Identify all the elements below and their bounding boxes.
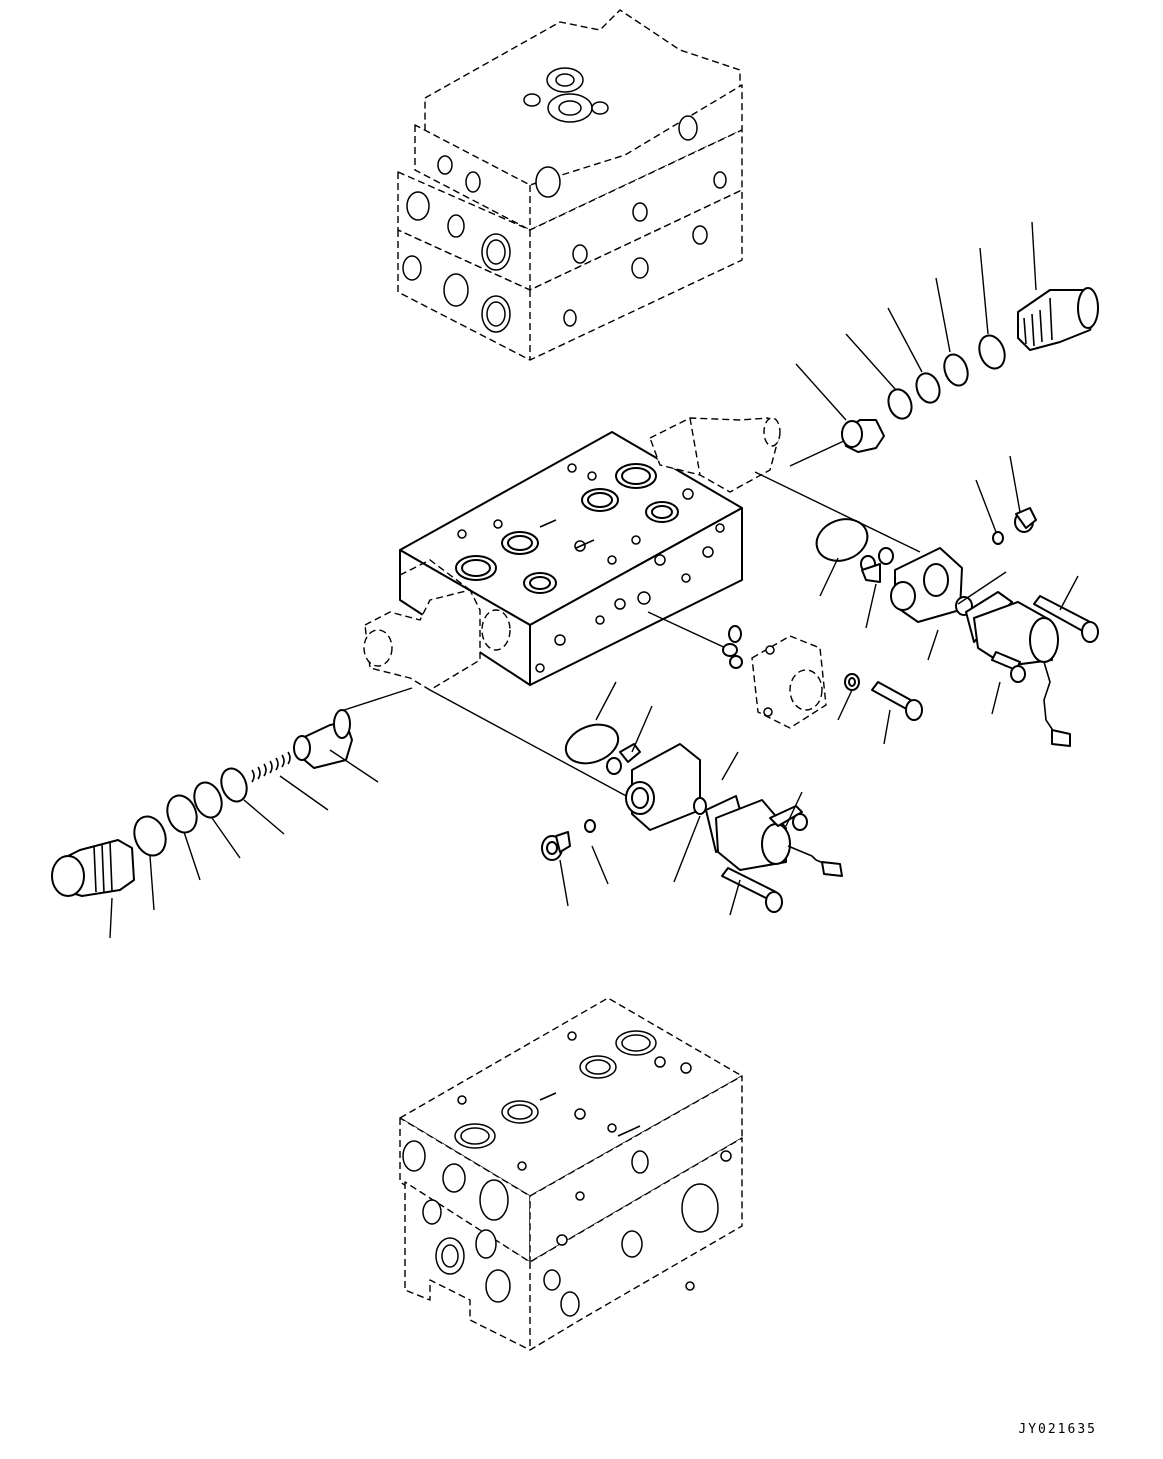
drawing-code: JY021635	[1018, 1422, 1097, 1437]
left-plug-assembly	[51, 709, 353, 897]
center-seal-parts	[722, 625, 923, 721]
upper-solenoid-assembly	[815, 507, 1099, 747]
lower-valve-block-phantom	[399, 997, 743, 1351]
lower-solenoid-assembly	[541, 723, 843, 913]
upper-right-plug-assembly	[841, 287, 1099, 453]
upper-valve-block-phantom	[397, 9, 743, 361]
assembly-lines	[337, 439, 921, 799]
center-valve-section	[363, 417, 781, 691]
leader-lines	[109, 221, 1079, 939]
spool-cover-phantom	[751, 635, 827, 729]
